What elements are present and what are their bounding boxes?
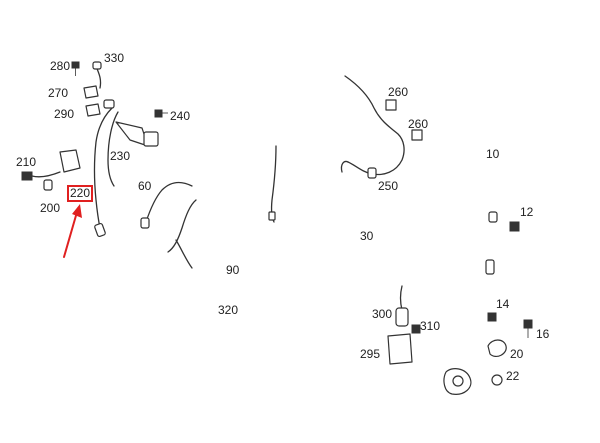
label-310: 310 [420, 319, 440, 333]
label-300: 300 [372, 307, 392, 321]
label-260-a: 260 [388, 85, 408, 99]
label-16: 16 [536, 327, 550, 341]
label-250: 250 [378, 179, 398, 193]
label-20: 20 [510, 347, 524, 361]
part-16-bolt [523, 319, 533, 338]
part-270-clip [83, 85, 99, 99]
label-200: 200 [40, 201, 60, 215]
hose-250 [340, 75, 405, 179]
label-10: 10 [486, 147, 500, 161]
label-220: 220 [70, 186, 90, 200]
part-300-valve [395, 285, 409, 327]
label-280: 280 [50, 59, 70, 73]
part-260-clip-a [385, 99, 397, 111]
part-210-assembly [21, 149, 81, 191]
part-12-bolt [509, 221, 520, 232]
part-240-screw [154, 109, 168, 118]
highlight-220 [63, 185, 93, 258]
label-22: 22 [506, 369, 520, 383]
label-290: 290 [54, 107, 74, 121]
hose-upper-rail [156, 124, 324, 223]
label-295: 295 [360, 347, 380, 361]
label-60: 60 [138, 179, 152, 193]
label-210: 210 [16, 155, 36, 169]
part-22-oring [491, 374, 503, 386]
hose-220-230 [93, 107, 119, 238]
highlight-box [67, 185, 93, 202]
part-230-bracket [115, 121, 159, 147]
part-labels: 280 330 270 290 240 210 230 220 200 60 2… [16, 51, 550, 383]
label-30: 30 [360, 229, 374, 243]
part-compressor-flange [443, 368, 472, 395]
part-310-screw [411, 324, 421, 334]
part-260-clip-b [411, 129, 423, 141]
label-12: 12 [520, 205, 534, 219]
hose-60 [140, 181, 193, 229]
highlight-arrowhead [72, 204, 82, 218]
label-270: 270 [48, 86, 68, 100]
label-330: 330 [104, 51, 124, 65]
label-240: 240 [170, 109, 190, 123]
label-320: 320 [218, 303, 238, 317]
part-295-bracket [387, 333, 413, 365]
highlight-arrow [63, 211, 78, 258]
part-290-clip [85, 99, 115, 117]
part-20-plate [487, 339, 507, 358]
part-280-bolt [71, 61, 80, 76]
label-230: 230 [110, 149, 130, 163]
label-90: 90 [226, 263, 240, 277]
hose-10 [432, 90, 498, 374]
label-14: 14 [496, 297, 510, 311]
hose-30 [167, 198, 488, 269]
hose-320 [236, 284, 268, 320]
part-330-hose [92, 61, 102, 89]
label-260-b: 260 [408, 117, 428, 131]
hose-90 [206, 244, 228, 266]
part-14-bolt [487, 312, 497, 322]
